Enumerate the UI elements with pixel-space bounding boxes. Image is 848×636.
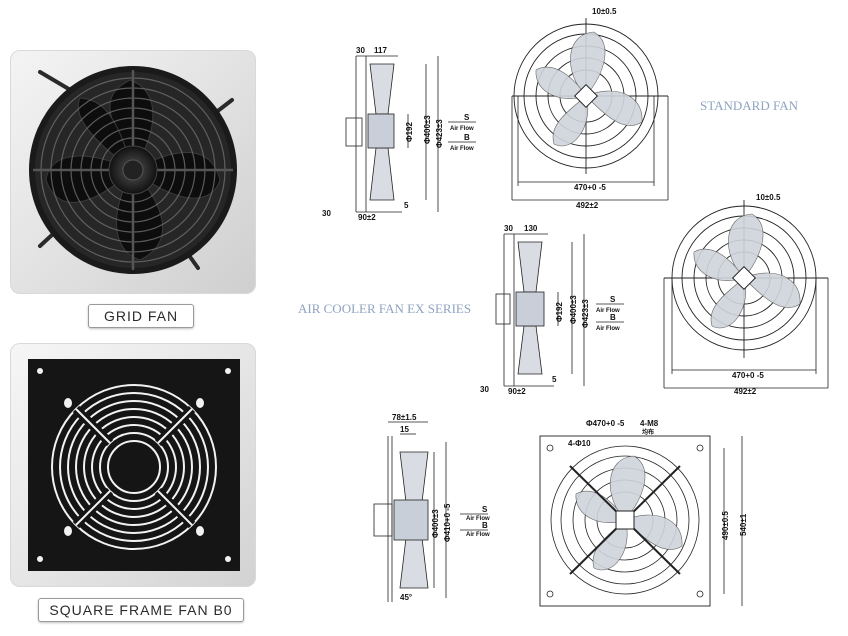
flow-b-label: B <box>610 313 616 322</box>
ring-diameter-label: Φ410+0 -5 <box>443 503 452 542</box>
flow-b-label: B <box>482 521 488 530</box>
grid-fan-photo <box>10 50 256 294</box>
top-depth-label: 117 <box>374 46 387 55</box>
hub-diameter-label: Φ192 <box>555 302 564 322</box>
square-frame-fan-caption: SQUARE FRAME FAN B0 <box>38 598 244 622</box>
ring-diameter-label: Φ423±3 <box>435 119 444 148</box>
top-offset-label: 30 <box>504 224 513 233</box>
square-frame-fan-photo <box>10 343 256 587</box>
top-depth-label: 130 <box>524 224 538 233</box>
inner-height-label: 490±0.5 <box>721 511 730 540</box>
hub-diameter-label: Φ192 <box>405 122 414 142</box>
standard-fan-side-drawing: 30 117 Φ192 Φ400±3 Φ423±3 S Air Flow B A… <box>322 46 476 222</box>
air-cooler-series-title: AIR COOLER FAN EX SERIES <box>298 301 472 316</box>
airflow-b-label: Air Flow <box>466 532 490 538</box>
angle-label: 45° <box>400 593 412 602</box>
grid-fan-caption: GRID FAN <box>88 304 194 328</box>
airflow-b-label: Air Flow <box>450 146 474 152</box>
square-fan-side-drawing: 78±1.5 15 Φ400±3 Φ410+0 -5 S Air Flow B … <box>373 413 490 602</box>
ring-diameter-label: Φ470+0 -5 <box>586 419 625 428</box>
flow-b-label: B <box>464 133 470 142</box>
outer-height-label: 540±1 <box>739 513 748 536</box>
ex-fan-side-drawing: 30 130 Φ192 Φ400±3 Φ423±3 S Air Flow B A… <box>480 224 624 396</box>
top-small-label: 15 <box>400 425 409 434</box>
bottom-small-label: 5 <box>404 201 409 210</box>
bottom-offset-label: 30 <box>480 385 489 394</box>
ring-diameter-label: Φ423±3 <box>581 299 590 328</box>
grid-fan-image <box>29 66 237 274</box>
bottom-depth-label: 90±2 <box>508 387 526 396</box>
top-offset-label: 30 <box>356 46 365 55</box>
top-dim-label: 10±0.5 <box>756 193 781 202</box>
bottom-offset-label: 30 <box>322 209 331 218</box>
airflow-s-label: Air Flow <box>450 126 474 132</box>
holes-b-sub-label: 均布 <box>642 428 654 436</box>
airflow-s-label: Air Flow <box>596 308 620 314</box>
ex-fan-front-drawing: 10±0.5 470+0 -5 492±2 <box>663 193 829 396</box>
flow-s-label: S <box>482 505 488 514</box>
top-dim-label: 10±0.5 <box>592 7 617 16</box>
outer-width-label: 492±2 <box>734 387 757 396</box>
blade-diameter-label: Φ400±3 <box>569 295 578 324</box>
standard-fan-front-drawing: 10±0.5 470+0 -5 492±2 <box>511 7 669 210</box>
square-frame-fan-image <box>28 359 240 571</box>
outer-width-label: 492±2 <box>576 201 599 210</box>
inner-width-label: 470+0 -5 <box>732 371 764 380</box>
inner-width-label: 470+0 -5 <box>574 183 606 192</box>
holes-a-label: 4-Φ10 <box>568 439 591 448</box>
flow-s-label: S <box>464 113 470 122</box>
square-fan-front-drawing: Φ470+0 -5 4-Φ10 4-M8 均布 490±0.5 540±1 <box>539 419 748 607</box>
flow-s-label: S <box>610 295 616 304</box>
top-depth-label: 78±1.5 <box>392 413 417 422</box>
airflow-b-label: Air Flow <box>596 326 620 332</box>
bottom-depth-label: 90±2 <box>358 213 376 222</box>
blade-diameter-label: Φ400±3 <box>423 115 432 144</box>
bottom-small-label: 5 <box>552 375 557 384</box>
airflow-s-label: Air Flow <box>466 516 490 522</box>
standard-fan-title: STANDARD FAN <box>700 98 799 113</box>
blade-diameter-label: Φ400±3 <box>431 509 440 538</box>
holes-b-label: 4-M8 <box>640 419 659 428</box>
